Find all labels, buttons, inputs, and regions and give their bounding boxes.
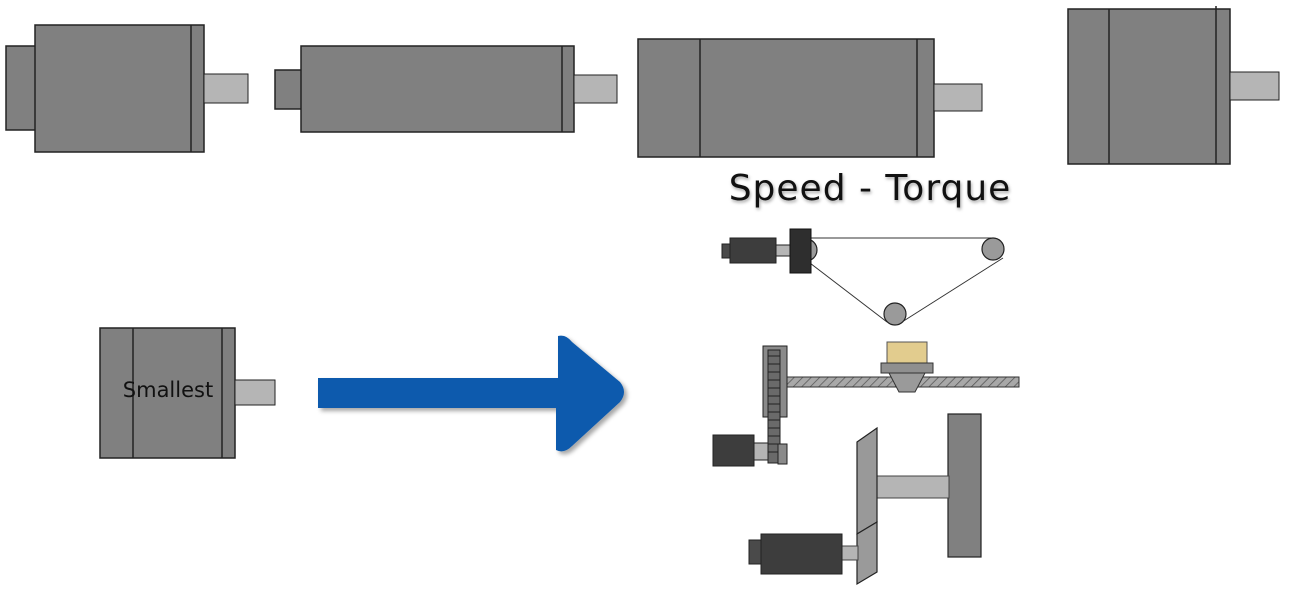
- smallest-motor-icon: [99, 327, 276, 459]
- motor-1-icon: [5, 24, 249, 153]
- belt-drive-icon: [721, 228, 1005, 326]
- rack-and-pinion-icon: [712, 341, 1020, 467]
- speed-torque-label: Speed - Torque: [728, 168, 1012, 209]
- motor-2-icon: [274, 45, 618, 133]
- smallest-label: Smallest: [122, 378, 214, 402]
- motor-3-icon: [637, 38, 983, 158]
- arrow-right-icon: [318, 335, 624, 452]
- motor-4-icon: [1067, 6, 1280, 165]
- bevel-gear-icon: [748, 413, 982, 586]
